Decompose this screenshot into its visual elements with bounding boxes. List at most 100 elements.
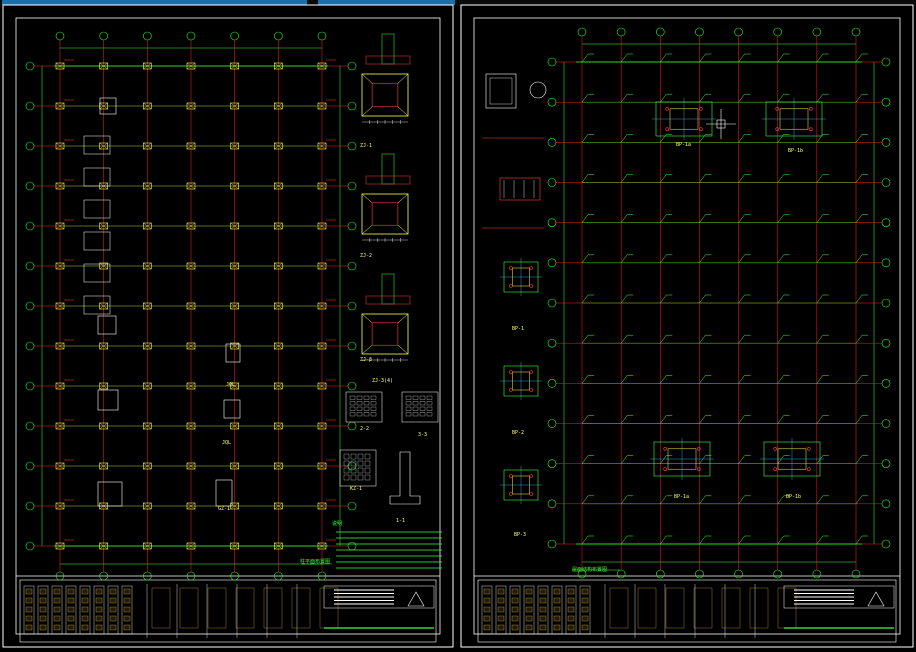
left-section-3-3-rebar bbox=[419, 401, 426, 406]
right-plate-bp1a-bottom-bolt bbox=[697, 446, 701, 451]
right-sheet-tb-stamp bbox=[539, 615, 547, 622]
right-plate-bp1-bolt bbox=[508, 266, 513, 270]
right-plan-tick bbox=[660, 375, 667, 384]
right-sheet-tb-stamp bbox=[553, 597, 561, 604]
right-plan-axis-bubble-right bbox=[881, 298, 891, 308]
left-plan-column-x bbox=[99, 62, 108, 70]
right-plan-axis-bubble-top bbox=[812, 27, 822, 37]
left-plan-column-x bbox=[274, 342, 283, 350]
left-plan-column bbox=[230, 102, 239, 110]
right-sheet-tb-stamp bbox=[497, 606, 505, 613]
left-footing-zj1-slope bbox=[361, 73, 373, 84]
left-section-3-3 bbox=[401, 391, 439, 423]
right-sheet-tb-stamp bbox=[581, 624, 589, 631]
left-plan-column-x bbox=[274, 502, 283, 510]
left-sheet-tb-block bbox=[263, 587, 283, 629]
right-plan-tick bbox=[699, 94, 706, 103]
left-plan-axis-bubble-left bbox=[25, 541, 35, 551]
left-plan-column bbox=[274, 302, 283, 310]
left-plan-column-x bbox=[143, 62, 152, 70]
detail-label-gz1: GZ-1 bbox=[218, 506, 231, 512]
left-plan-axis-bubble-bottom bbox=[186, 571, 196, 581]
right-plan-tick bbox=[581, 53, 589, 63]
left-plan-axis-bubble-bottom bbox=[55, 571, 65, 581]
left-footing-elevation bbox=[381, 153, 395, 185]
right-plan-axis-bubble-top bbox=[734, 27, 743, 37]
left-plan-column bbox=[99, 382, 108, 390]
left-plan-column bbox=[55, 382, 65, 390]
left-section-3-3-rebar bbox=[426, 406, 433, 411]
right-plate-bp3-bolt bbox=[508, 474, 513, 478]
left-footing-zj3 bbox=[361, 313, 409, 355]
right-plan-tick bbox=[581, 294, 589, 304]
right-plan-tick bbox=[620, 254, 628, 263]
left-plan-column bbox=[143, 382, 152, 390]
left-plan-column-x bbox=[230, 462, 239, 470]
left-sheet-tb-stamp bbox=[109, 606, 117, 613]
left-footing-elevation bbox=[381, 33, 395, 65]
right-plan-tick bbox=[660, 53, 667, 63]
right-sheet-tb-stamp bbox=[497, 597, 505, 604]
right-plate-bp1a-top-bolt bbox=[665, 127, 669, 131]
left-section-3-3-rebar bbox=[412, 412, 419, 417]
left-section-kz1-rebar bbox=[343, 460, 350, 467]
right-sheet-tb-stamp bbox=[525, 597, 533, 604]
right-plan-tick bbox=[816, 335, 824, 344]
left-plan-axis-bubble-bottom bbox=[99, 571, 108, 581]
right-plan-tick bbox=[699, 415, 706, 424]
right-plan-tick bbox=[738, 53, 745, 63]
right-plan-tick bbox=[660, 535, 667, 545]
right-sheet-tb-stamp bbox=[581, 615, 589, 622]
left-sheet-tb-stamp bbox=[123, 624, 131, 631]
right-plan-tick bbox=[855, 53, 863, 63]
right-plan-tick bbox=[620, 94, 628, 103]
right-plan-tick bbox=[777, 415, 784, 424]
left-plan-column bbox=[230, 262, 239, 270]
left-plan-column bbox=[317, 462, 327, 470]
left-sheet-tb-stamp bbox=[25, 597, 33, 604]
left-section-kz1-rebar bbox=[350, 453, 357, 460]
right-plan-tick bbox=[699, 535, 706, 545]
right-plan-tick bbox=[699, 375, 706, 384]
left-plan-column bbox=[99, 62, 108, 70]
right-plan-tick bbox=[699, 174, 706, 183]
left-plan-column bbox=[274, 102, 283, 110]
right-plan-tick bbox=[816, 535, 824, 545]
right-plan-tick bbox=[660, 174, 667, 183]
right-plan-tick bbox=[699, 335, 706, 344]
right-plan-tick bbox=[777, 134, 784, 143]
left-footing-zj1-slope bbox=[397, 73, 409, 84]
left-plan-column bbox=[230, 62, 239, 70]
drawing-tab-right[interactable] bbox=[318, 0, 455, 5]
left-footing-elevation-base bbox=[365, 55, 411, 65]
left-plan-column bbox=[230, 302, 239, 310]
left-section-kz1-rebar bbox=[364, 467, 371, 474]
right-plan-tick bbox=[855, 214, 863, 223]
left-plan-axis-bubble-left bbox=[25, 141, 35, 151]
drawing-tab-left[interactable] bbox=[2, 0, 307, 5]
right-sheet-tb-block bbox=[665, 587, 685, 629]
left-footing-zj3-inner bbox=[371, 322, 399, 346]
left-sheet-tb-stamp bbox=[39, 588, 47, 595]
left-section-2-2-rebar bbox=[370, 406, 377, 411]
left-plan-column-x bbox=[230, 382, 239, 390]
right-plan-tick bbox=[738, 535, 745, 545]
left-plan-column bbox=[317, 102, 327, 110]
left-section-2-2-rebar bbox=[356, 395, 363, 400]
left-plan-column bbox=[186, 502, 196, 510]
left-column-detail bbox=[83, 231, 111, 251]
left-plan-column-x bbox=[317, 222, 327, 230]
right-plate-bp1a-bottom-bolt bbox=[663, 446, 667, 451]
right-plan-tick bbox=[699, 294, 706, 304]
left-plan-axis-bubble-left bbox=[25, 341, 35, 351]
right-plan-tick bbox=[738, 335, 745, 344]
left-plan-column-x bbox=[274, 222, 283, 230]
right-sheet-titleblock bbox=[477, 579, 897, 643]
left-plan-axis-bubble-left bbox=[25, 301, 35, 311]
left-plan-column bbox=[186, 62, 196, 70]
left-section-kz1-rebar bbox=[357, 467, 364, 474]
left-plan-column-x bbox=[186, 422, 196, 430]
right-sheet-tb-stamp bbox=[511, 597, 519, 604]
right-plan-tick bbox=[699, 134, 706, 143]
left-sheet-tb-stamp bbox=[25, 615, 33, 622]
